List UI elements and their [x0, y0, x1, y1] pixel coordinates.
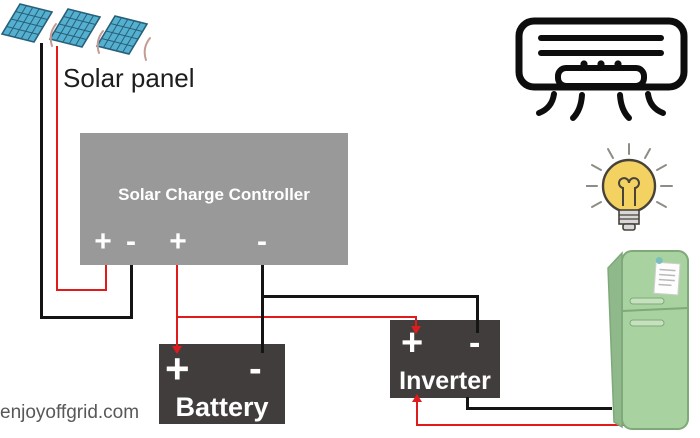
- wire-segment: [466, 397, 469, 410]
- battery-positive-terminal: +: [165, 345, 190, 392]
- wire-segment: [176, 265, 178, 348]
- inverter-negative-terminal: -: [469, 324, 481, 362]
- wire-segment: [56, 46, 58, 291]
- wire-arrowhead: [412, 394, 422, 402]
- inverter-label: Inverter: [399, 367, 491, 395]
- wire-segment: [40, 43, 43, 319]
- controller-pv-positive-terminal: +: [94, 225, 112, 258]
- wire-segment: [130, 265, 133, 319]
- battery-label: Battery: [175, 392, 269, 422]
- battery-box: + - Battery: [159, 344, 285, 424]
- wire-segment: [261, 295, 479, 298]
- battery-negative-terminal: -: [249, 348, 262, 390]
- controller-output-positive-terminal: +: [169, 225, 187, 258]
- wire-segment: [415, 316, 417, 328]
- wire-segment: [40, 316, 133, 319]
- air-conditioner-icon: [512, 12, 692, 124]
- solar-panel-label: Solar panel: [63, 63, 195, 93]
- controller-output-negative-terminal: -: [257, 225, 267, 258]
- wire-segment: [105, 265, 107, 291]
- inverter-box: + - Inverter: [390, 320, 500, 398]
- wire-segment: [176, 316, 417, 318]
- watermark-text: enjoyoffgrid.com: [0, 402, 140, 423]
- refrigerator-icon: [606, 248, 692, 432]
- wire-arrowhead: [172, 346, 182, 354]
- controller-title: Solar Charge Controller: [118, 185, 310, 204]
- wire-segment: [416, 400, 418, 426]
- solar-panel-array-icon: [0, 0, 170, 74]
- wire-segment: [476, 295, 479, 333]
- wire-segment: [416, 424, 624, 426]
- light-bulb-icon: [586, 140, 674, 236]
- controller-pv-negative-terminal: -: [126, 225, 136, 258]
- solar-charge-controller-box: Solar Charge Controller + - + -: [80, 133, 348, 265]
- wire-segment: [466, 407, 612, 410]
- wire-arrowhead: [411, 326, 421, 334]
- wire-segment: [56, 289, 107, 291]
- wire-segment: [261, 265, 264, 353]
